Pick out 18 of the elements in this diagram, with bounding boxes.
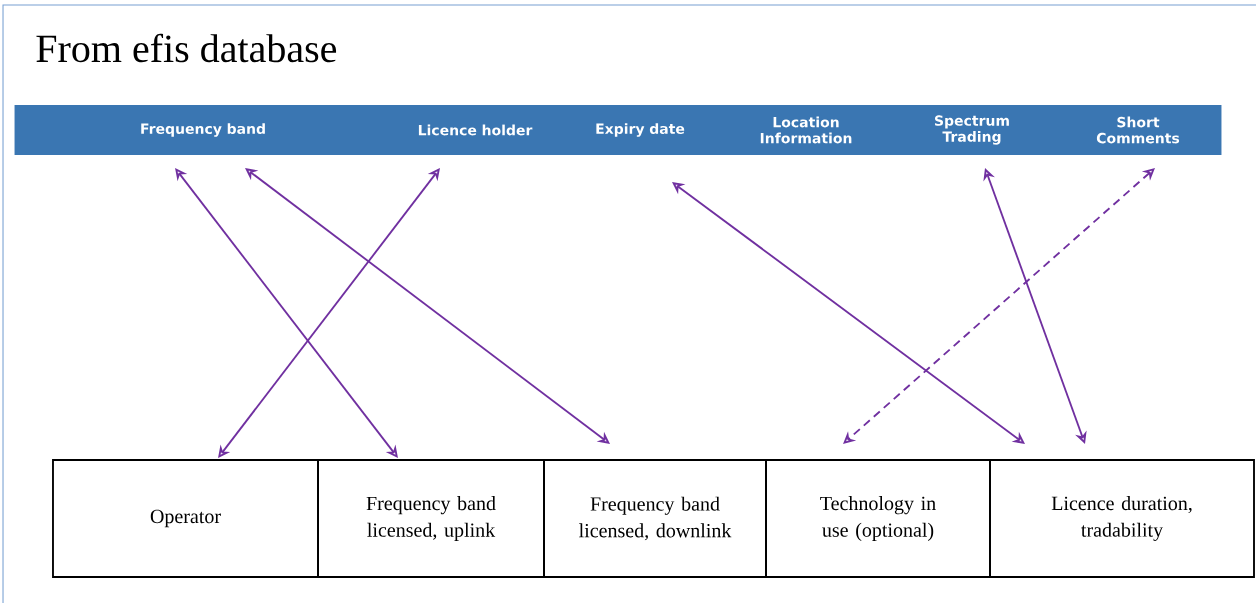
table-cell: Operator xyxy=(52,459,319,578)
column-heading: Licence holder xyxy=(418,124,533,136)
column-heading: Location Information xyxy=(760,116,852,144)
arrow xyxy=(843,168,1155,444)
table-cell: Licence duration, tradability xyxy=(989,459,1255,578)
header-bar xyxy=(14,105,1222,155)
arrow xyxy=(175,168,398,458)
column-heading: Spectrum Trading xyxy=(935,115,1009,145)
column-heading: Short Comments xyxy=(1096,116,1180,144)
title: From efis database xyxy=(36,33,337,63)
table-cell: Frequency band licensed, uplink xyxy=(317,459,545,578)
column-heading: Frequency band xyxy=(141,123,265,137)
column-heading: Expiry date xyxy=(596,123,685,137)
arrow xyxy=(245,168,610,444)
table-cell: Technology in use (optional) xyxy=(765,459,991,578)
arrow xyxy=(672,182,1025,444)
table-cell: Frequency band licensed, downlink xyxy=(543,459,767,578)
arrow xyxy=(218,168,440,458)
